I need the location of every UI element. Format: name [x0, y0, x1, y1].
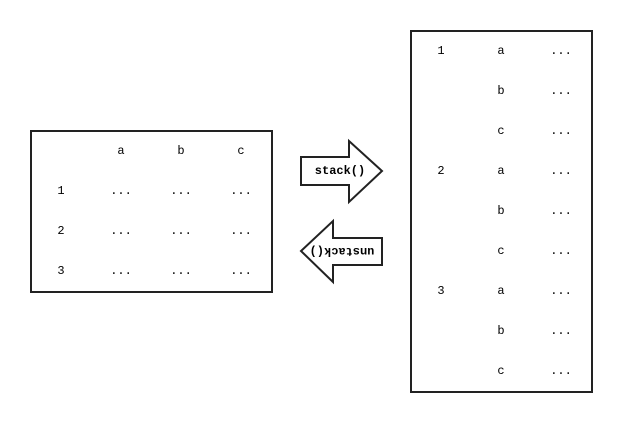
long-table [410, 30, 593, 393]
unstack-label: unstack() [309, 244, 375, 258]
long-cell-value: ... [550, 164, 572, 178]
long-cell-value: ... [550, 44, 572, 58]
wide-cell-value: ... [230, 224, 252, 238]
wide-table [30, 130, 273, 293]
long-inner-index: c [497, 124, 505, 138]
wide-column-header: a [117, 144, 125, 158]
long-cell-value: ... [550, 284, 572, 298]
wide-column-header: b [177, 144, 185, 158]
wide-cell-value: ... [110, 264, 132, 278]
stack-arrow [300, 138, 384, 205]
long-inner-index: c [497, 364, 505, 378]
wide-cell-value: ... [230, 264, 252, 278]
long-outer-index: 2 [437, 164, 445, 178]
wide-cell-value: ... [170, 184, 192, 198]
long-outer-index: 3 [437, 284, 445, 298]
stack-label: stack() [314, 164, 366, 178]
long-inner-index: a [497, 284, 505, 298]
long-inner-index: c [497, 244, 505, 258]
long-inner-index: b [497, 84, 505, 98]
long-cell-value: ... [550, 244, 572, 258]
long-outer-index: 1 [437, 44, 445, 58]
long-inner-index: a [497, 164, 505, 178]
long-inner-index: b [497, 324, 505, 338]
wide-row-label: 2 [57, 224, 65, 238]
long-cell-value: ... [550, 204, 572, 218]
long-inner-index: b [497, 204, 505, 218]
wide-cell-value: ... [110, 224, 132, 238]
long-cell-value: ... [550, 324, 572, 338]
unstack-arrow [299, 218, 383, 285]
wide-cell-value: ... [230, 184, 252, 198]
long-inner-index: a [497, 44, 505, 58]
long-cell-value: ... [550, 124, 572, 138]
wide-row-label: 3 [57, 264, 65, 278]
wide-cell-value: ... [110, 184, 132, 198]
long-cell-value: ... [550, 364, 572, 378]
wide-cell-value: ... [170, 264, 192, 278]
wide-cell-value: ... [170, 224, 192, 238]
wide-column-header: c [237, 144, 245, 158]
wide-row-label: 1 [57, 184, 65, 198]
long-cell-value: ... [550, 84, 572, 98]
